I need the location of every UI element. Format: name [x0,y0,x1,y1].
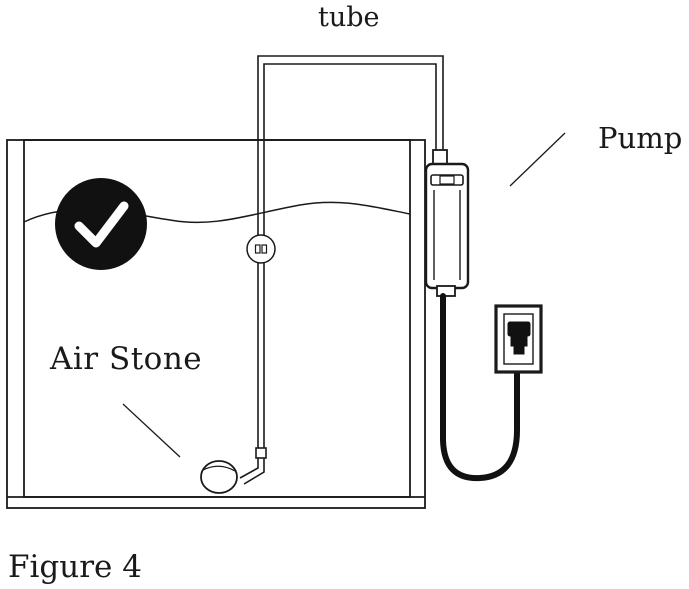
pump-pointer [509,132,566,187]
air-stone [200,460,238,494]
air-stone-label: Air Stone [50,341,203,377]
pump-label: Pump [598,121,683,155]
air-tube [257,55,444,452]
air-pump [424,149,470,297]
tube-connector [239,447,267,485]
air-stone-pointer [122,403,181,458]
figure-caption: Figure 4 [8,549,142,585]
power-plug [507,321,531,355]
power-cord [440,293,520,482]
tube-label: tube [318,2,380,33]
checkmark-circle-icon [55,178,147,270]
aquarium-tank [6,139,426,509]
check-valve [246,234,276,264]
